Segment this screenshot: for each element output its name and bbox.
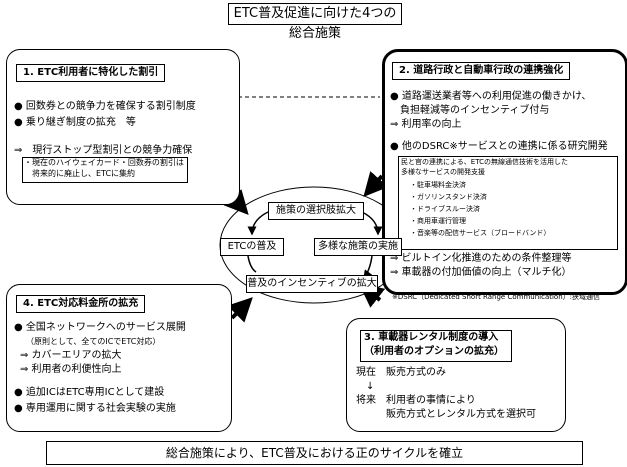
measure-2-sub-item: ・商用車運行管理 [410, 217, 466, 225]
measure-3-line: 現在 販売方式のみ [356, 367, 446, 378]
measure-2-line: ● 道路運送業者等への利用促進の働きかけ、 [390, 91, 592, 102]
measure-3-header [360, 330, 512, 362]
arrow-from-box4 [227, 297, 253, 323]
measure-1-line: ● 乗り継ぎ制度の拡充 等 [14, 117, 136, 128]
measure-3-header-line: 3. 車載器レンタル制度の導入 [364, 332, 499, 343]
measure-4-line: ⇒ 利用者の利便性向上 [20, 364, 122, 375]
cycle-arrow-4 [247, 255, 257, 273]
measure-1-sub-bracket [22, 157, 188, 183]
measure-1-line: ● 回数券との競争力を確保する割引制度 [14, 101, 196, 112]
measure-2-line: ⇒ 利用率の向上 [390, 119, 462, 130]
cycle-arrow-1 [247, 211, 269, 236]
measure-2-sub-intro: 多様なサービスの開発支援 [401, 168, 485, 176]
measure-4-header: 4. ETC対応料金所の拡充 [16, 295, 146, 313]
measure-1-sub-line: 将来的に廃止し、ETCに集約 [24, 169, 136, 178]
summary-footer: 総合施策により、ETC普及における正のサイクルを確立 [46, 441, 583, 465]
cycle-top-box: 施策の選択肢拡大 [268, 202, 364, 220]
measure-2-sub-item: ・ガソリンスタンド決済 [410, 193, 487, 201]
measure-2-sub-intro: 民と官の連携による、ETCの無線通信技術を活用した [401, 158, 568, 166]
measure-3-header-line: （利用者のオプションの拡充） [364, 346, 504, 357]
measure-2-line: ● 他のDSRC※サービスとの連携に係る研究開発 [390, 141, 608, 152]
measure-4-line: ⇒ カバーエリアの拡大 [20, 350, 122, 361]
arrow-from-box2 [363, 171, 389, 197]
measure-4-line: （原則として、全てのICでETC対応） [26, 337, 161, 346]
measure-4-line: ● 追加ICはETC専用ICとして建設 [14, 387, 165, 398]
measure-1-line: ⇒ 現行ストップ型割引との競争力確保 [14, 145, 193, 156]
measure-2-box [382, 49, 627, 295]
page-title: ETC普及促進に向けた4つの総合施策 [228, 3, 402, 41]
measure-2-header: 2. 道路行政と自動車行政の連携強化 [392, 62, 571, 80]
cycle-arrow-2 [361, 211, 383, 236]
measure-4-line: ● 専用運用に関する社会実験の実施 [14, 403, 176, 414]
measure-2-sub-bracket [398, 156, 618, 250]
measure-4-line: ● 全国ネットワークへのサービス展開 [14, 322, 186, 333]
measure-2-line: 負担軽減等のインセンティブ付与 [390, 105, 550, 116]
measure-2-sub-item: ・駐車場料金決済 [410, 181, 466, 189]
measure-3-line: 将来 利用者の事情により [356, 395, 476, 406]
measure-2-line: ⇒ 車載器の付加価値の向上（マルチ化） [390, 267, 572, 278]
measure-3-line: 販売方式とレンタル方式を選択可 [356, 409, 536, 420]
measure-3-line: ↓ [356, 381, 375, 392]
cycle-bottom-box: 普及のインセンティブの拡大 [246, 275, 378, 293]
measure-2-sub-item: ・音楽等の配信サービス（ブロードバンド） [410, 229, 551, 237]
measure-2-sub-item: ・ドライブスルー決済 [410, 205, 480, 213]
measure-1-header: 1. ETC利用者に特化した割引 [16, 64, 166, 82]
measure-2-line: ⇒ ビルトイン化推進のための条件整理等 [390, 253, 572, 264]
dsrc-footnote: ※DSRC（Dedicated Short Range Communicatio… [392, 293, 600, 301]
cycle-right-box: 多様な施策の実施 [314, 238, 402, 256]
measure-1-sub-line: ・現在のハイウェイカード・回数券の割引は [24, 158, 184, 167]
cycle-left-box: ETCの普及 [220, 238, 284, 256]
